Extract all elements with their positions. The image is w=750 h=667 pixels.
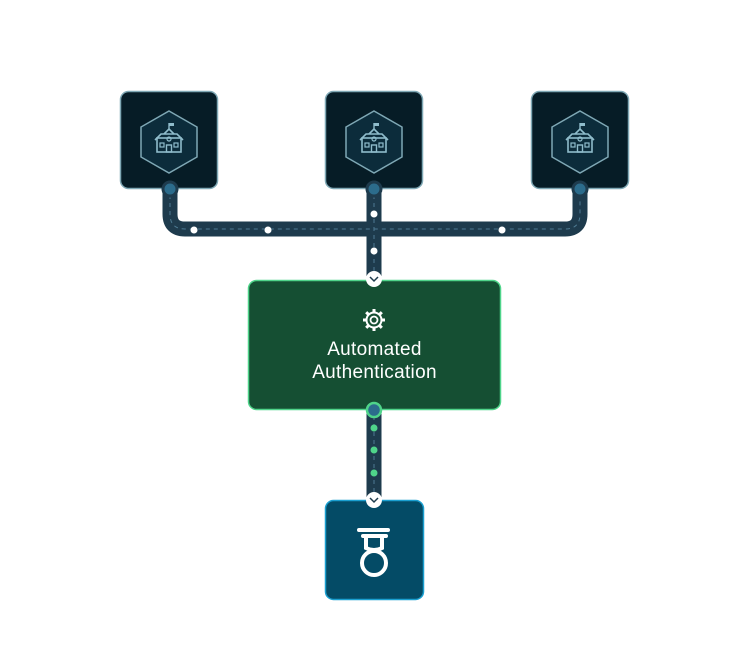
graduate-student-icon [357,528,390,577]
process-label-line2: Authentication [312,362,437,383]
target-node[interactable] [324,499,425,601]
process-label: Automated Authentication [248,338,501,384]
source-node-2[interactable] [324,90,424,198]
source-node-1[interactable] [119,90,219,198]
gear-icon [363,309,385,331]
flow-dots [190,210,506,477]
source-node-3[interactable] [530,90,630,198]
chevron-down-icon [366,492,382,508]
process-label-line1: Automated [327,339,422,360]
chevron-down-icon [366,271,382,287]
